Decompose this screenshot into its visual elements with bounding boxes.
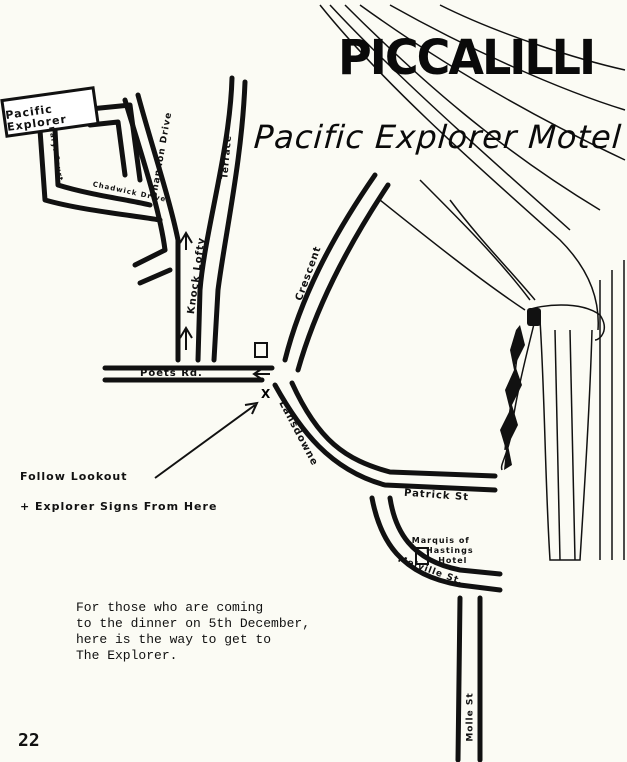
directions-line2: + Explorer Signs From Here xyxy=(20,500,218,513)
piccalilli-title: PICCALILLI xyxy=(338,28,596,86)
street-poets-rd: Poets Rd. xyxy=(140,368,203,379)
junction-building xyxy=(254,342,268,358)
street-molle-st: Molle St xyxy=(465,692,476,742)
hotel-label-line3: Hotel xyxy=(438,556,468,565)
directions-line1: Follow Lookout xyxy=(20,470,128,483)
note-line3: here is the way to get to xyxy=(76,632,272,647)
direction-arrows xyxy=(154,231,270,479)
curtain-tassel xyxy=(500,308,541,470)
page-number: 22 xyxy=(18,730,40,751)
hotel-label: Marquis of Hastings Hotel xyxy=(408,536,474,566)
motel-subtitle: Pacific Explorer Motel xyxy=(252,118,624,156)
note-line4: The Explorer. xyxy=(76,648,178,663)
hotel-label-line2: Hastings xyxy=(426,546,474,555)
note-line2: to the dinner on 5th December, xyxy=(76,616,311,631)
note-line1: For those who are coming xyxy=(76,600,264,615)
hotel-label-line1: Marquis of xyxy=(411,536,470,545)
motel-sign-box xyxy=(0,86,100,138)
start-marker: X xyxy=(261,387,271,401)
hotel-building xyxy=(415,547,429,565)
roads xyxy=(37,75,503,762)
dinner-note: For those who are coming to the dinner o… xyxy=(76,600,346,664)
